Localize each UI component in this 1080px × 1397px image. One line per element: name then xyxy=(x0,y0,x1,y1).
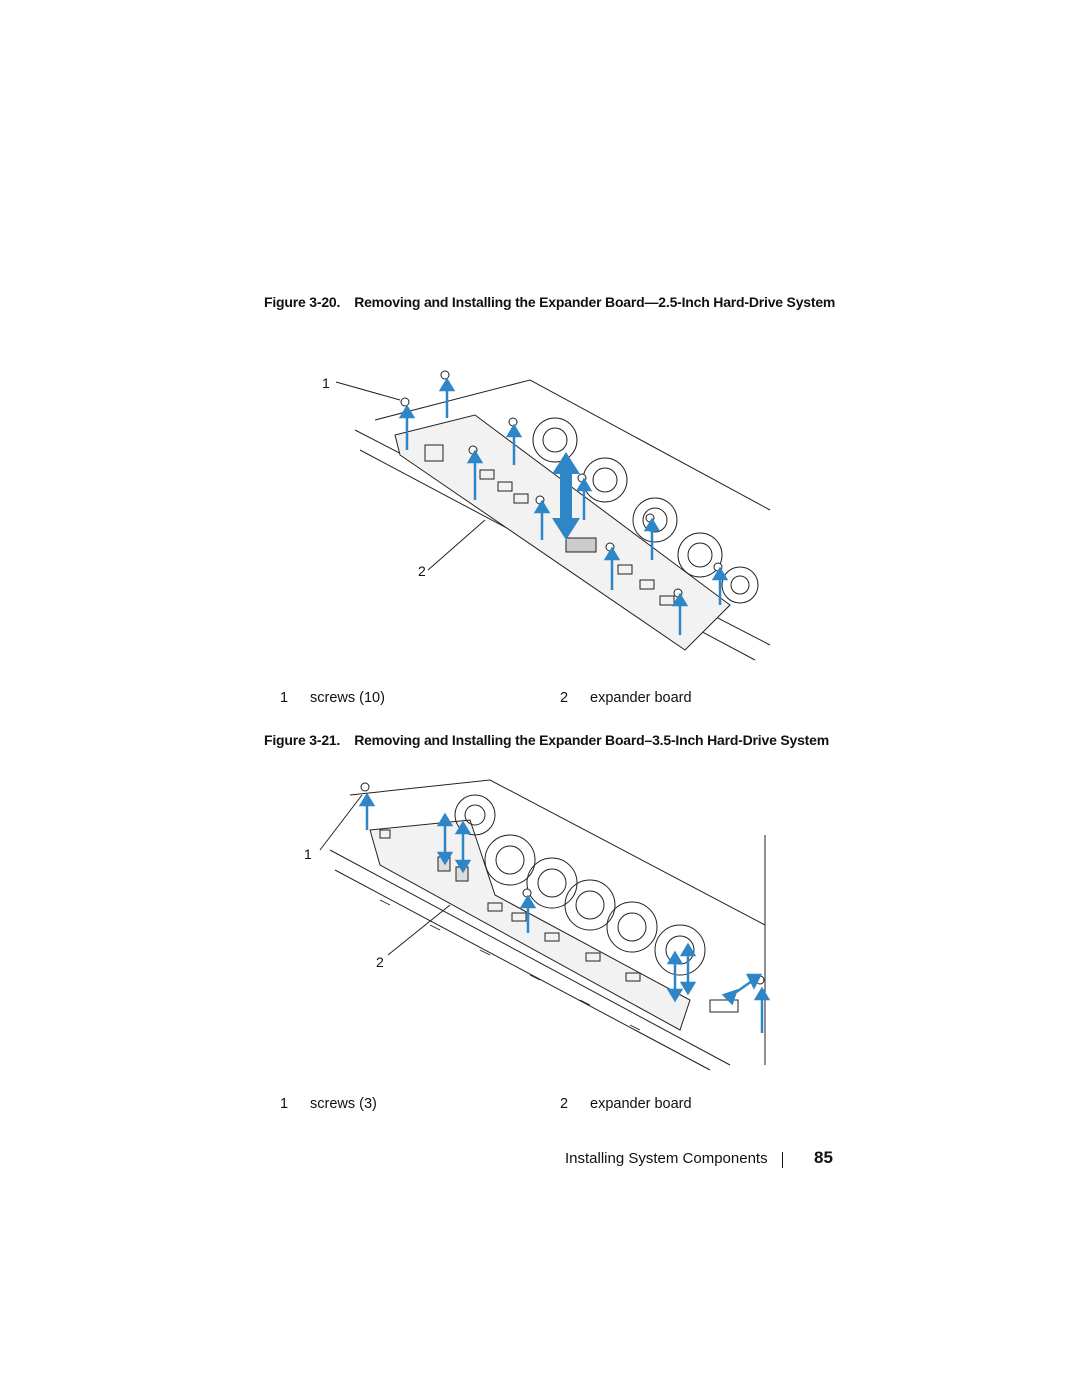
legend-text: screws (10) xyxy=(310,690,385,706)
figure-caption-3-21: Figure 3-21. Removing and Installing the … xyxy=(264,732,829,748)
callout-label-1: 1 xyxy=(322,375,330,391)
footer-section-title: Installing System Components xyxy=(565,1150,768,1167)
figure-title: Removing and Installing the Expander Boa… xyxy=(354,732,829,748)
figure-number: Figure 3-20. xyxy=(264,294,341,310)
legend-num: 2 xyxy=(560,690,569,706)
figure-caption-3-20: Figure 3-20. Removing and Installing the … xyxy=(264,294,835,310)
legend-text: expander board xyxy=(590,1096,692,1112)
footer-divider xyxy=(782,1152,783,1168)
figure-title: Removing and Installing the Expander Boa… xyxy=(354,294,836,310)
legend-num: 1 xyxy=(280,1096,289,1112)
expander-board-2-5-inch-illustration: 1 2 xyxy=(322,370,771,661)
page-number: 85 xyxy=(814,1148,833,1167)
callout-label-2: 2 xyxy=(418,563,426,579)
legend-num: 1 xyxy=(280,690,289,706)
expander-board-3-5-inch-illustration: 1 2 xyxy=(304,779,771,1071)
legend-text: expander board xyxy=(590,690,692,706)
legend-text: screws (3) xyxy=(310,1096,377,1112)
callout-label-2: 2 xyxy=(376,954,384,970)
callout-label-1: 1 xyxy=(304,846,312,862)
legend-num: 2 xyxy=(560,1096,569,1112)
figure-number: Figure 3-21. xyxy=(264,732,341,748)
